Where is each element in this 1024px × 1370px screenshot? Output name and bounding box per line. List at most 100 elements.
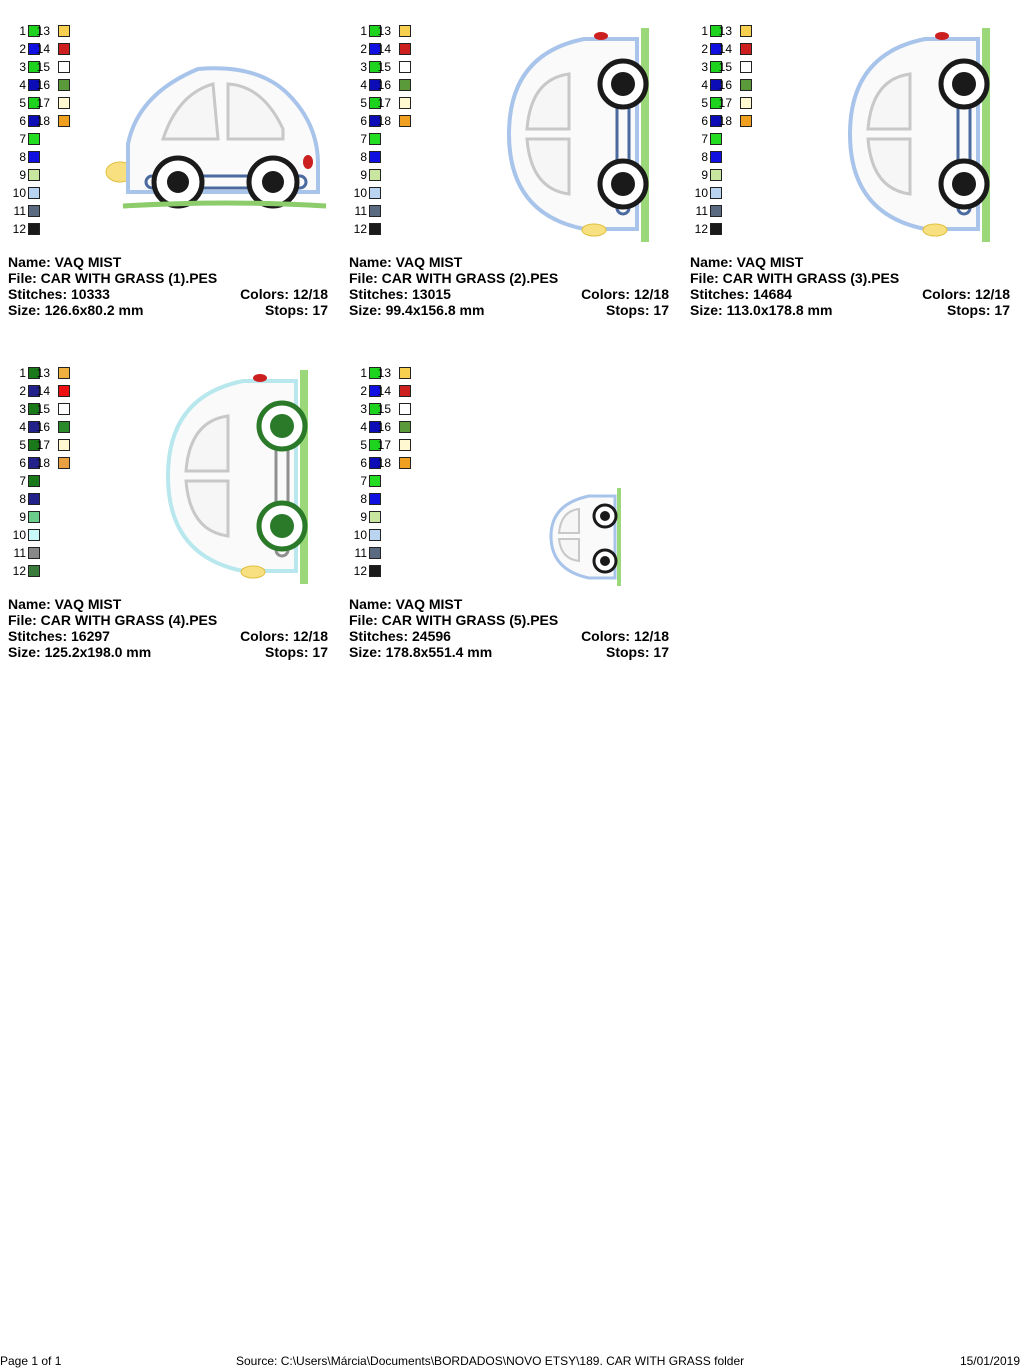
color-number: 3 bbox=[19, 402, 26, 416]
legend-entry: 12 bbox=[8, 564, 68, 578]
print-date: 15/01/2019 bbox=[959, 1354, 1020, 1368]
color-number: 10 bbox=[12, 186, 26, 200]
window-front bbox=[866, 72, 912, 131]
legend-entry: 1 bbox=[8, 366, 68, 380]
name-line: Name: VAQ MIST bbox=[8, 596, 122, 612]
color-swatch bbox=[58, 43, 70, 55]
window-front bbox=[160, 82, 220, 141]
legend-entry: 4 bbox=[349, 78, 409, 92]
legend-entry: 12 bbox=[690, 222, 750, 236]
color-swatch bbox=[399, 385, 411, 397]
color-swatch bbox=[369, 421, 381, 433]
color-number: 1 bbox=[701, 24, 708, 38]
legend-entry: 8 bbox=[349, 150, 409, 164]
color-swatch bbox=[369, 511, 381, 523]
stitch-count: Stitches: 14684 bbox=[690, 286, 792, 302]
legend-entry: 2 bbox=[349, 42, 409, 56]
legend-entry: 4 bbox=[8, 420, 68, 434]
design-size: Size: 125.2x198.0 mm bbox=[8, 644, 152, 660]
color-number: 2 bbox=[701, 42, 708, 56]
color-swatch bbox=[28, 187, 40, 199]
legend-entry: 10 bbox=[8, 186, 68, 200]
color-swatch bbox=[710, 133, 722, 145]
stop-count: Stops: 17 bbox=[605, 302, 669, 318]
color-number: 11 bbox=[354, 546, 367, 560]
color-number: 3 bbox=[360, 60, 367, 74]
color-swatch bbox=[369, 457, 381, 469]
legend-entry: 14 bbox=[349, 42, 411, 56]
legend-entry: 18 bbox=[349, 456, 411, 470]
legend-entry: 9 bbox=[349, 168, 409, 182]
color-swatch bbox=[369, 115, 381, 127]
window-front bbox=[184, 414, 230, 473]
tail-light bbox=[935, 32, 949, 40]
design-preview bbox=[165, 370, 308, 584]
hubcap-2 bbox=[952, 172, 976, 196]
color-number: 1 bbox=[19, 24, 26, 38]
legend-entry: 16 bbox=[8, 420, 70, 434]
color-number: 7 bbox=[360, 132, 367, 146]
legend-entry: 3 bbox=[8, 60, 68, 74]
color-swatch bbox=[369, 97, 381, 109]
name-line: Name: VAQ MIST bbox=[349, 596, 463, 612]
legend-entry: 8 bbox=[8, 150, 68, 164]
hubcap-1 bbox=[167, 171, 189, 193]
color-number: 5 bbox=[701, 96, 708, 110]
color-number: 5 bbox=[19, 96, 26, 110]
color-number: 17 bbox=[718, 96, 732, 110]
color-number: 6 bbox=[19, 114, 26, 128]
color-swatch bbox=[369, 565, 381, 577]
legend-entry: 17 bbox=[8, 96, 70, 110]
grass bbox=[300, 370, 308, 584]
legend-entry: 13 bbox=[690, 24, 752, 38]
color-number: 15 bbox=[377, 402, 391, 416]
legend-entry: 11 bbox=[349, 546, 409, 560]
color-number: 6 bbox=[19, 456, 26, 470]
design-preview bbox=[105, 66, 327, 209]
legend-entry: 9 bbox=[8, 168, 68, 182]
color-number: 16 bbox=[36, 78, 50, 92]
color-number: 13 bbox=[377, 366, 391, 380]
legend-entry: 10 bbox=[690, 186, 750, 200]
legend-entry: 6 bbox=[349, 456, 409, 470]
legend-entry: 15 bbox=[8, 402, 70, 416]
color-number: 12 bbox=[12, 222, 26, 236]
color-swatch bbox=[399, 367, 411, 379]
legend-entry: 3 bbox=[8, 402, 68, 416]
legend-entry: 9 bbox=[349, 510, 409, 524]
color-swatch bbox=[369, 151, 381, 163]
color-swatch bbox=[710, 205, 722, 217]
color-number: 13 bbox=[718, 24, 732, 38]
color-number: 4 bbox=[19, 78, 26, 92]
color-swatch bbox=[28, 565, 40, 577]
color-swatch bbox=[369, 475, 381, 487]
window-rear bbox=[557, 538, 580, 563]
legend-entry: 4 bbox=[8, 78, 68, 92]
color-number: 18 bbox=[377, 456, 391, 470]
tail-light bbox=[253, 374, 267, 382]
color-number: 1 bbox=[360, 24, 367, 38]
color-swatch bbox=[399, 421, 411, 433]
color-swatch bbox=[28, 511, 40, 523]
color-number: 11 bbox=[354, 204, 367, 218]
legend-entry: 14 bbox=[8, 384, 70, 398]
color-swatch bbox=[58, 421, 70, 433]
stop-count: Stops: 17 bbox=[946, 302, 1010, 318]
color-number: 12 bbox=[694, 222, 708, 236]
color-number: 11 bbox=[13, 204, 26, 218]
hubcap-2 bbox=[262, 171, 284, 193]
color-swatch bbox=[28, 367, 40, 379]
color-swatch bbox=[710, 223, 722, 235]
color-swatch bbox=[740, 79, 752, 91]
color-swatch bbox=[740, 115, 752, 127]
color-swatch bbox=[740, 97, 752, 109]
